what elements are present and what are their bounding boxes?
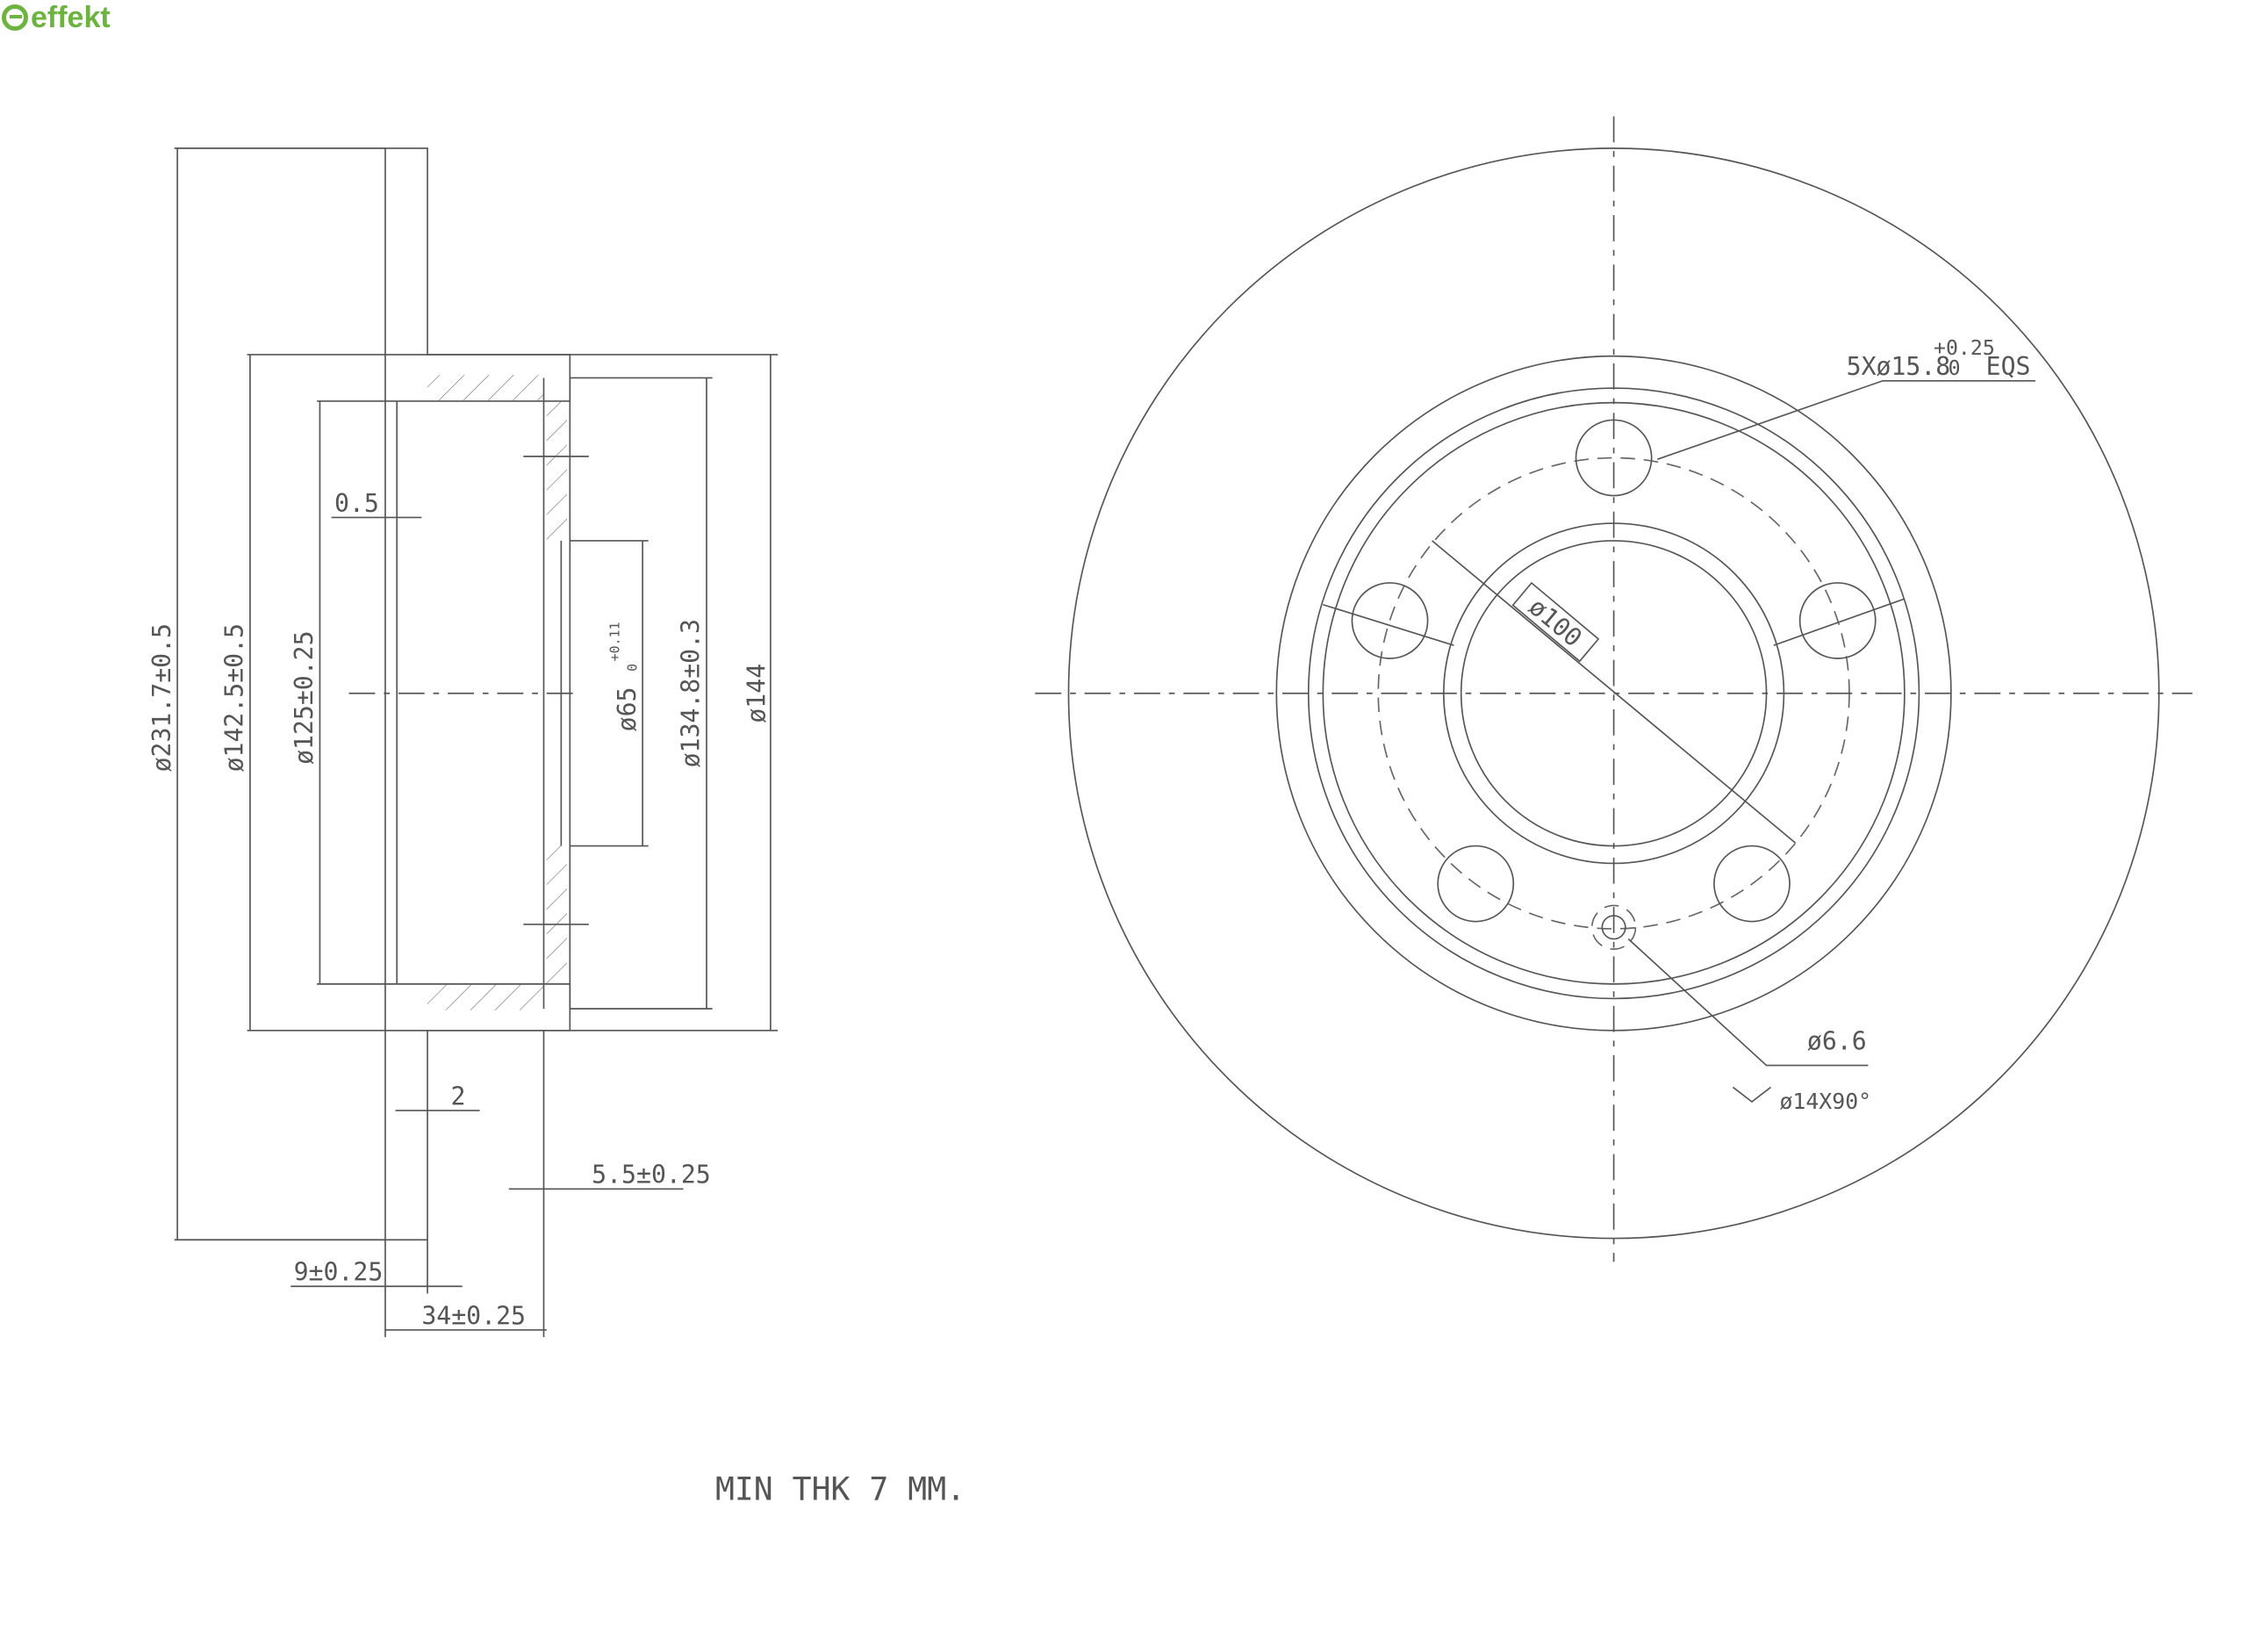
disc-section-top xyxy=(384,147,428,356)
logo-text: effekt xyxy=(31,0,111,34)
dim-wall: 2 xyxy=(450,1082,465,1111)
dim-center-bore: ø65 xyxy=(613,687,642,732)
small-hole-label: ø6.6 xyxy=(1807,1026,1867,1055)
side-view: ø231.7±0.5 ø142.5±0.5 ø125±0.25 ø65 +0.1… xyxy=(147,147,779,1338)
bolt-tol-minus: 0 xyxy=(1949,356,1961,380)
front-view: ø100 5Xø15.8 +0.25 0 EQS ø6.6 ø14X90° xyxy=(1035,116,2193,1262)
bolt-eqs: EQS xyxy=(1986,352,2031,381)
bolt-hole xyxy=(1798,582,1877,659)
dim-total-height: 34±0.25 xyxy=(421,1301,526,1330)
bolt-hole xyxy=(1437,845,1515,923)
effekt-logo-icon xyxy=(2,4,28,31)
dim-center-bore-tol-plus: +0.11 xyxy=(607,622,623,661)
dim-disc-thickness: 9±0.25 xyxy=(294,1258,384,1287)
countersink-label: ø14X90° xyxy=(1779,1089,1871,1114)
dim-hat-dia: ø142.5±0.5 xyxy=(220,623,249,772)
bolt-hole xyxy=(1351,582,1429,659)
dim-hub-thickness: 5.5±0.25 xyxy=(592,1161,711,1190)
bolt-tol-plus: +0.25 xyxy=(1934,336,1995,360)
pcd-dimension-line xyxy=(1432,540,1797,844)
min-thickness-note: MIN THK 7 MM. xyxy=(715,1470,965,1508)
effekt-logo: effekt xyxy=(2,0,111,35)
dim-center-bore-tol-minus: 0 xyxy=(625,664,641,672)
disc-section-bottom xyxy=(384,1030,428,1241)
bolt-hole xyxy=(1713,845,1791,923)
dim-outer-dia: ø231.7±0.5 xyxy=(147,623,176,772)
bolt-holes-label: 5Xø15.8 xyxy=(1847,352,1951,381)
dim-offset: 0.5 xyxy=(334,489,379,518)
dim-hub-inner-dia: ø134.8±0.3 xyxy=(677,619,706,767)
dim-inner-dia: ø125±0.25 xyxy=(290,630,319,764)
dim-hub-outer-dia: ø144 xyxy=(742,664,771,723)
